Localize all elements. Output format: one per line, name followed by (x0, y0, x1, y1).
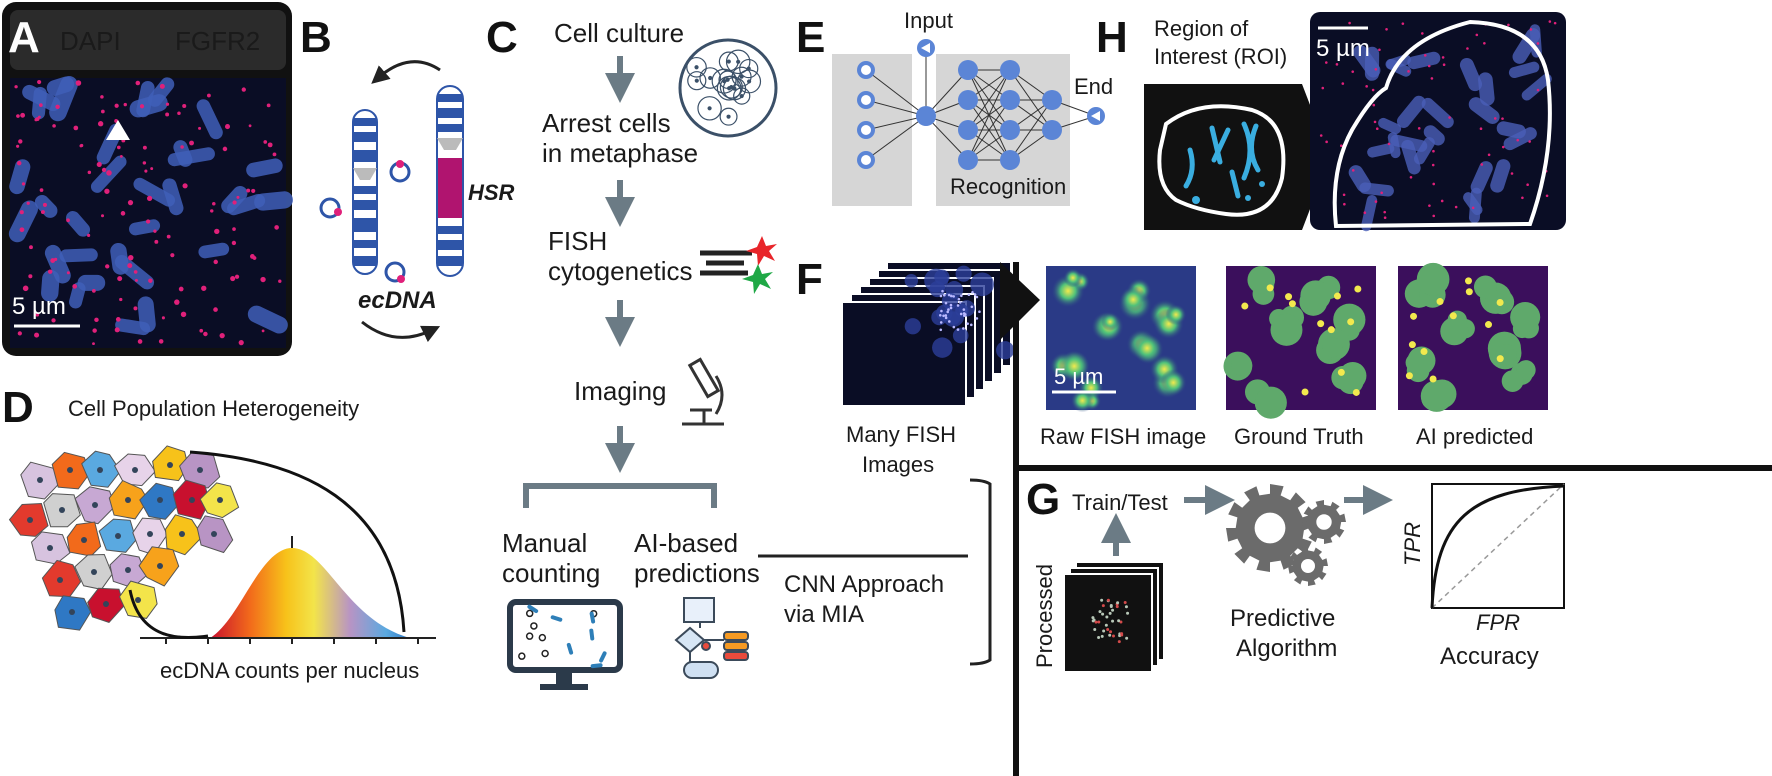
processed-label: Processed (1032, 564, 1057, 668)
panel-label-f: F (796, 255, 823, 304)
cell-culture-cells (686, 49, 762, 126)
distribution-curve (210, 548, 410, 638)
ai-label-2: predictions (634, 558, 760, 588)
roi-image-chromosomes (1319, 20, 1557, 232)
scale-label-h: 5 µm (1316, 35, 1370, 62)
monitor-icon (507, 599, 623, 690)
predictive-label-1: Predictive (1230, 605, 1335, 632)
predictive-label-2: Algorithm (1236, 635, 1337, 662)
caption-ai-predicted: AI predicted (1416, 424, 1533, 449)
split-bracket (523, 483, 717, 508)
ai-predicted-image (1398, 262, 1548, 412)
step-arrest-1: Arrest cells (542, 108, 671, 138)
fgfr2-signals (14, 79, 282, 346)
chromosome-hsr (436, 85, 464, 277)
roi-outline-image (1332, 19, 1552, 229)
fish-probe-icon (700, 236, 777, 294)
cycle-arrow-top (371, 60, 441, 84)
panel-a: DAPI FGFR2 A 5 µm (2, 2, 293, 356)
many-images-label-1: Many FISH (846, 422, 956, 447)
manual-label-1: Manual (502, 528, 587, 558)
step-cell-culture: Cell culture (554, 18, 684, 48)
x-ticks (165, 638, 419, 644)
panel-label-a: A (8, 13, 40, 62)
roi-outline-schematic (1157, 104, 1286, 217)
panel-e: E Input End Recognition (796, 8, 1113, 206)
cell-population (8, 445, 240, 631)
x-axis-label: ecDNA counts per nucleus (160, 658, 419, 683)
ai-label-1: AI-based (634, 528, 738, 558)
cnn-label-1: CNN Approach (784, 571, 944, 598)
panel-g: G Train/Test Processed Predictive Algori… (1026, 475, 1565, 673)
caption-ground-truth: Ground Truth (1234, 424, 1364, 449)
right-brace (969, 478, 992, 666)
end-label: End (1074, 74, 1113, 99)
ecdna-signals (334, 160, 405, 283)
chromosome-normal (352, 109, 378, 275)
tpr-label: TPR (1400, 522, 1425, 566)
fish-image-stack (841, 261, 1015, 407)
panel-label-h: H (1096, 13, 1128, 62)
roi-chromosomes (1183, 121, 1261, 199)
manual-label-2: counting (502, 558, 600, 588)
high-count-link (189, 450, 406, 633)
step-imaging: Imaging (574, 376, 667, 406)
low-count-link (128, 589, 209, 640)
recognition-label: Recognition (950, 174, 1066, 199)
fpr-label: FPR (1476, 610, 1520, 635)
scale-label-f: 5 µm (1054, 364, 1103, 389)
train-test-label: Train/Test (1072, 490, 1168, 515)
accuracy-label: Accuracy (1440, 643, 1539, 670)
cycle-arrow-bottom (361, 320, 441, 343)
gears-icon (1226, 484, 1346, 586)
cnn-label-2: via MIA (784, 601, 864, 628)
ground-truth-image (1223, 266, 1376, 419)
panel-d: D Cell Population Heterogeneity ecDNA co… (2, 383, 436, 683)
legend-fgfr2: FGFR2 (175, 26, 260, 56)
input-label: Input (904, 8, 953, 33)
roc-curve (1430, 484, 1565, 609)
step-fish-1: FISH (548, 226, 607, 256)
panel-label-d: D (2, 383, 34, 432)
step-arrest-2: in metaphase (542, 138, 698, 168)
hsr-label: HSR (468, 180, 515, 205)
roi-label-1: Region of (1154, 16, 1249, 41)
panel-c: C Cell culture Arrest cells in metaphase… (486, 13, 992, 690)
scale-label-a: 5 µm (12, 293, 66, 320)
many-images-label-2: Images (862, 452, 934, 477)
ai-workflow-icon (674, 597, 749, 679)
arrowhead-marker (106, 120, 130, 140)
roc-diagonal (1431, 483, 1565, 609)
microscope-icon (682, 357, 724, 426)
neural-network (857, 39, 1105, 170)
caption-raw: Raw FISH image (1040, 424, 1206, 449)
stack-arrow (1000, 262, 1040, 340)
legend-dapi: DAPI (60, 26, 121, 56)
panel-label-g: G (1026, 475, 1060, 524)
roi-label-2: Interest (ROI) (1154, 44, 1287, 69)
panel-f: F Many FISH Images 5 µm Raw FISH image G… (796, 255, 1772, 776)
panel-label-e: E (796, 13, 825, 62)
heterogeneity-title: Cell Population Heterogeneity (68, 396, 359, 421)
ecdna-label: ecDNA (358, 287, 437, 314)
panel-b: B HSR (300, 13, 515, 343)
panel-h: H Region of Interest (ROI) 5 µm (1096, 12, 1566, 232)
step-fish-2: cytogenetics (548, 256, 693, 286)
raw-fish-image: 5 µm (1046, 266, 1196, 413)
panel-label-b: B (300, 13, 332, 62)
panel-label-c: C (486, 13, 518, 62)
hsr-region (438, 158, 462, 218)
legend-bar (10, 10, 286, 70)
roi-schematic (1144, 84, 1302, 230)
processed-stack (1063, 561, 1165, 673)
